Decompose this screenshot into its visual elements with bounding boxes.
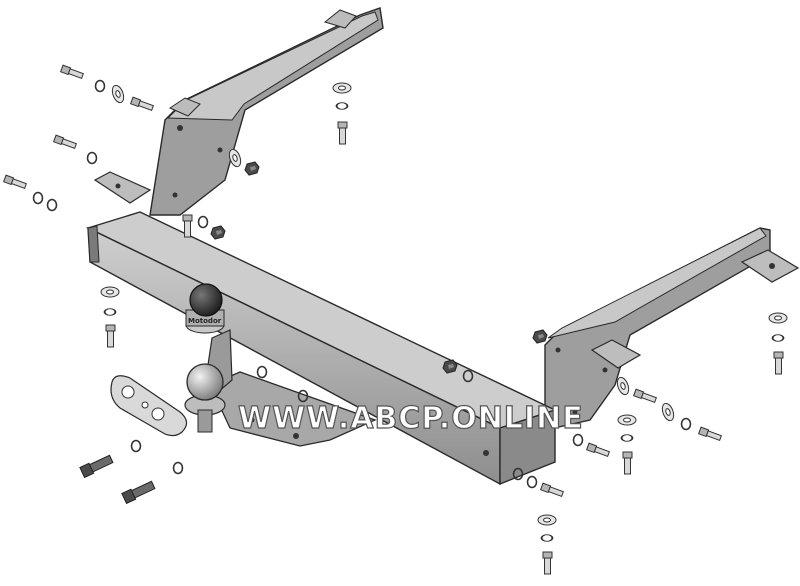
washer-icon <box>659 401 677 423</box>
bolt-icon <box>542 551 553 575</box>
washer-icon <box>332 82 352 94</box>
spring-washer-icon <box>197 215 209 229</box>
spring-washer-icon <box>86 151 98 165</box>
spring-washer-icon <box>572 433 584 447</box>
bolt-icon <box>105 324 116 348</box>
right-mounting-bracket <box>544 227 800 431</box>
washer-icon <box>768 312 788 324</box>
spring-washer-icon <box>103 307 117 317</box>
spring-washer-icon <box>620 433 634 443</box>
washer-icon <box>100 286 120 298</box>
bolt-icon <box>633 388 658 404</box>
bolt-icon <box>182 214 193 238</box>
spring-washer-icon <box>94 79 106 93</box>
washer-icon <box>109 83 127 105</box>
bolt-icon <box>586 442 611 458</box>
tow-ball-assembly: Motodor <box>184 283 377 447</box>
spring-washer-icon <box>540 533 554 543</box>
bolt-icon <box>698 426 723 442</box>
washer-icon <box>537 514 557 526</box>
washer-icon <box>617 414 637 426</box>
bolt-icon <box>540 482 565 498</box>
bolt-icon <box>79 454 114 479</box>
spring-washer-icon <box>172 461 184 475</box>
nut-icon <box>442 359 458 374</box>
left-mounting-bracket <box>93 7 384 216</box>
nut-icon <box>244 161 260 176</box>
nut-icon <box>532 329 548 344</box>
bolt-icon <box>622 451 633 475</box>
bolt-icon <box>53 134 78 150</box>
spring-washer-icon <box>335 101 349 111</box>
brand-stamp: Motodor <box>188 317 222 325</box>
nut-icon <box>210 225 226 240</box>
spring-washer-icon <box>256 365 268 379</box>
spring-washer-icon <box>32 191 44 205</box>
socket-plate <box>110 375 188 437</box>
bolt-icon <box>773 351 784 375</box>
bolt-icon <box>337 121 348 145</box>
bolt-icon <box>130 96 155 112</box>
spring-washer-icon <box>46 198 58 212</box>
spring-washer-icon <box>771 333 785 343</box>
bolt-icon <box>3 174 28 190</box>
cross-beam <box>86 211 557 486</box>
watermark: WWW.ABCP.ONLINE <box>238 401 584 436</box>
spring-washer-icon <box>526 475 538 489</box>
spring-washer-icon <box>130 439 142 453</box>
hardware <box>3 64 788 575</box>
bolt-icon <box>60 64 85 80</box>
bolt-icon <box>121 480 156 505</box>
spring-washer-icon <box>680 417 692 431</box>
